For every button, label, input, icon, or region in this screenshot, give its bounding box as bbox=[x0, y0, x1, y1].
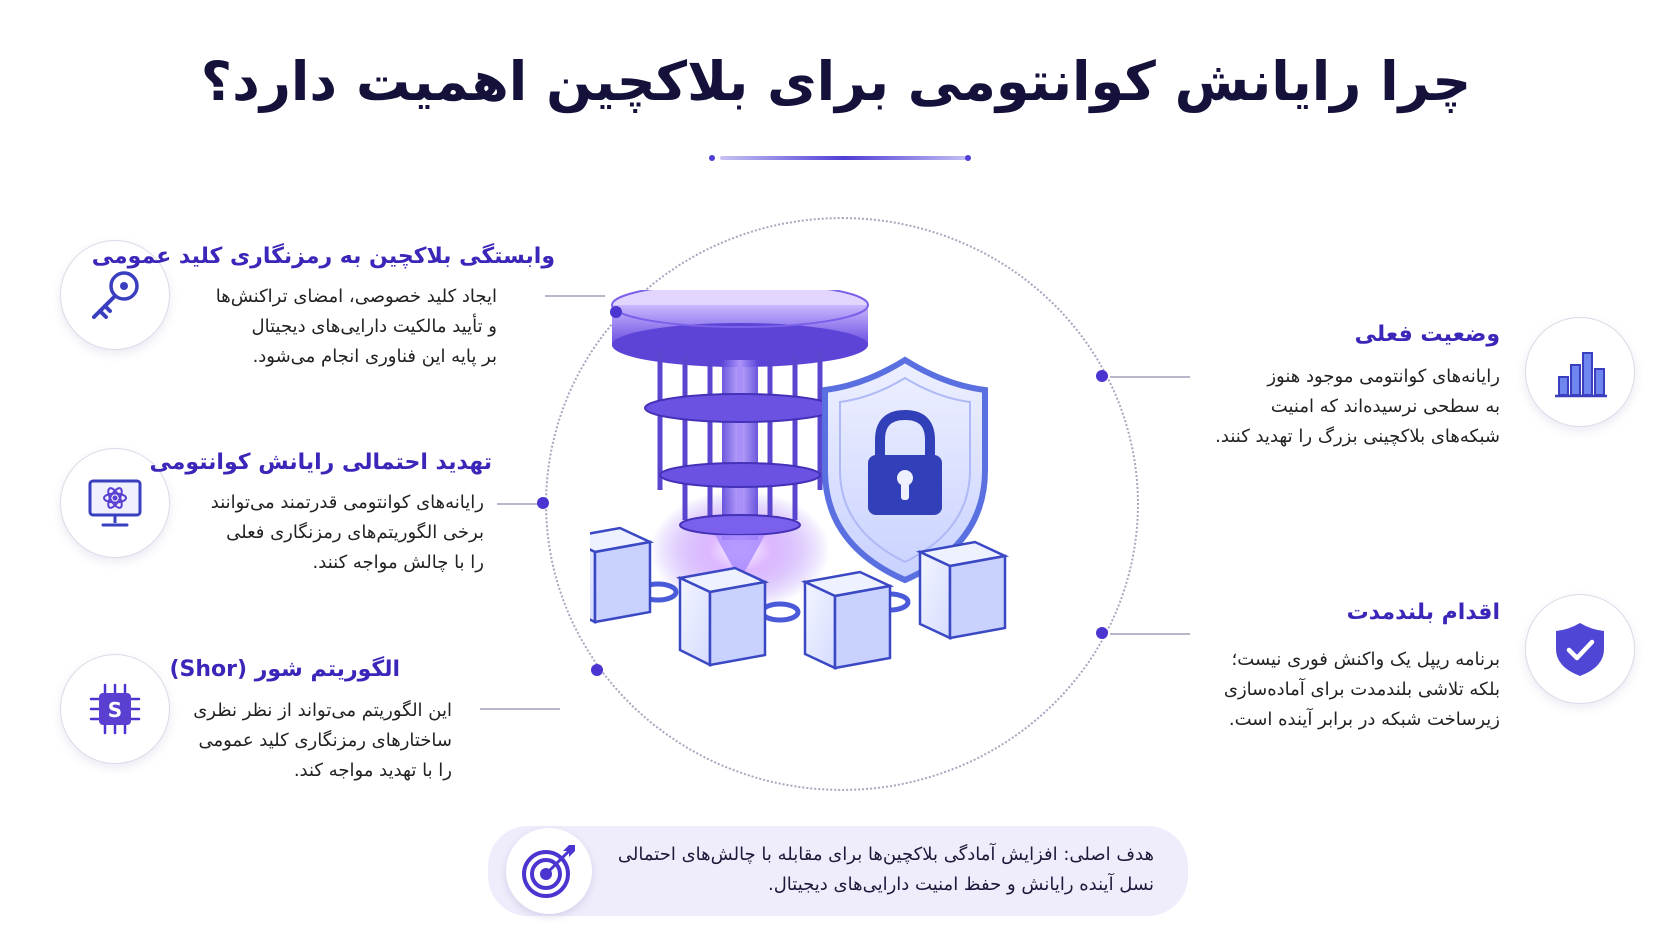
description-line: این الگوریتم می‌تواند از نظر نظری bbox=[193, 700, 452, 721]
item-description: برنامه ریپل یک واکنش فوری نیست؛ بلکه تلا… bbox=[1224, 645, 1500, 735]
description-line: برنامه ریپل یک واکنش فوری نیست؛ bbox=[1231, 649, 1500, 670]
connector-line-5 bbox=[1110, 633, 1190, 635]
page-title: چرا رایانش کوانتومی برای بلاکچین اهمیت د… bbox=[200, 50, 1472, 113]
description-line: به سطحی نرسیده‌اند که امنیت bbox=[1270, 396, 1500, 417]
target-icon bbox=[522, 845, 575, 898]
connector-line-4 bbox=[1110, 376, 1190, 378]
item-heading: وابستگی بلاکچین به رمزنگاری کلید عمومی bbox=[91, 244, 555, 269]
item-icon-circle bbox=[60, 448, 170, 558]
title-underline bbox=[720, 156, 970, 160]
item-icon-circle: S bbox=[60, 654, 170, 764]
goal-banner bbox=[488, 826, 1188, 916]
quantum-computer-monitor-icon bbox=[88, 479, 142, 527]
description-line: را با تهدید مواجه کند. bbox=[293, 760, 452, 781]
item-icon-circle bbox=[1525, 317, 1635, 427]
goal-text: هدف اصلی: افزایش آمادگی بلاکچین‌ها برای … bbox=[594, 840, 1154, 900]
description-line: و تأیید مالکیت دارایی‌های دیجیتال bbox=[251, 316, 497, 337]
connector-line-3 bbox=[480, 708, 560, 710]
goal-line: نسل آینده رایانش و حفظ امنیت دارایی‌های … bbox=[768, 874, 1154, 895]
description-line: را با چالش مواجه کنند. bbox=[312, 552, 484, 573]
goal-icon-circle bbox=[506, 828, 592, 914]
description-line: رایانه‌های کوانتومی قدرتمند می‌توانند bbox=[210, 492, 484, 513]
underline-dot-left bbox=[709, 155, 715, 161]
item-icon-circle bbox=[1525, 594, 1635, 704]
item-heading: وضعیت فعلی bbox=[1354, 322, 1500, 347]
blockchain-cubes bbox=[590, 526, 1010, 670]
center-illustration bbox=[590, 290, 1010, 670]
shield-check-icon bbox=[1556, 623, 1604, 676]
item-description: رایانه‌های کوانتومی قدرتمند می‌توانند بر… bbox=[211, 488, 484, 578]
item-heading: اقدام بلندمدت bbox=[1346, 600, 1500, 625]
goal-line: هدف اصلی: افزایش آمادگی بلاکچین‌ها برای … bbox=[617, 844, 1154, 865]
description-line: بر پایه این فناوری انجام می‌شود. bbox=[252, 346, 497, 367]
description-line: زیرساخت شبکه در برابر آینده است. bbox=[1228, 709, 1500, 730]
item-heading: تهدید احتمالی رایانش کوانتومی bbox=[149, 450, 492, 475]
item-description: این الگوریتم می‌تواند از نظر نظری ساختار… bbox=[193, 696, 452, 786]
description-line: ایجاد کلید خصوصی، امضای تراکنش‌ها bbox=[215, 286, 497, 307]
connector-dot-5 bbox=[1096, 627, 1108, 639]
key-icon bbox=[92, 271, 139, 319]
underline-dot-right bbox=[965, 155, 971, 161]
connector-line-1 bbox=[545, 295, 605, 297]
item-description: رایانه‌های کوانتومی موجود هنوز به سطحی ن… bbox=[1215, 362, 1500, 452]
item-icon-circle bbox=[60, 240, 170, 350]
chip-letter: S bbox=[108, 698, 122, 722]
connector-dot-1 bbox=[610, 306, 622, 318]
description-line: ساختارهای رمزنگاری کلید عمومی bbox=[198, 730, 452, 751]
description-line: بلکه تلاشی بلندمدت برای آماده‌سازی bbox=[1223, 679, 1500, 700]
connector-dot-3 bbox=[591, 664, 603, 676]
item-description: ایجاد کلید خصوصی، امضای تراکنش‌ها و تأیی… bbox=[216, 282, 497, 372]
connector-dot-4 bbox=[1096, 370, 1108, 382]
shield-lock-icon bbox=[822, 356, 988, 584]
description-line: برخی الگوریتم‌های رمزنگاری فعلی bbox=[226, 522, 484, 543]
shor-chip-icon: S bbox=[89, 683, 141, 735]
quantum-computer-illustration bbox=[611, 290, 869, 610]
item-heading: الگوریتم شور (Shor) bbox=[169, 657, 400, 682]
description-line: شبکه‌های بلاکچینی بزرگ را تهدید کنند. bbox=[1215, 426, 1500, 447]
connector-dot-2 bbox=[537, 497, 549, 509]
bar-chart-icon bbox=[1555, 352, 1607, 398]
connector-line-2 bbox=[497, 503, 539, 505]
description-line: رایانه‌های کوانتومی موجود هنوز bbox=[1267, 366, 1500, 387]
